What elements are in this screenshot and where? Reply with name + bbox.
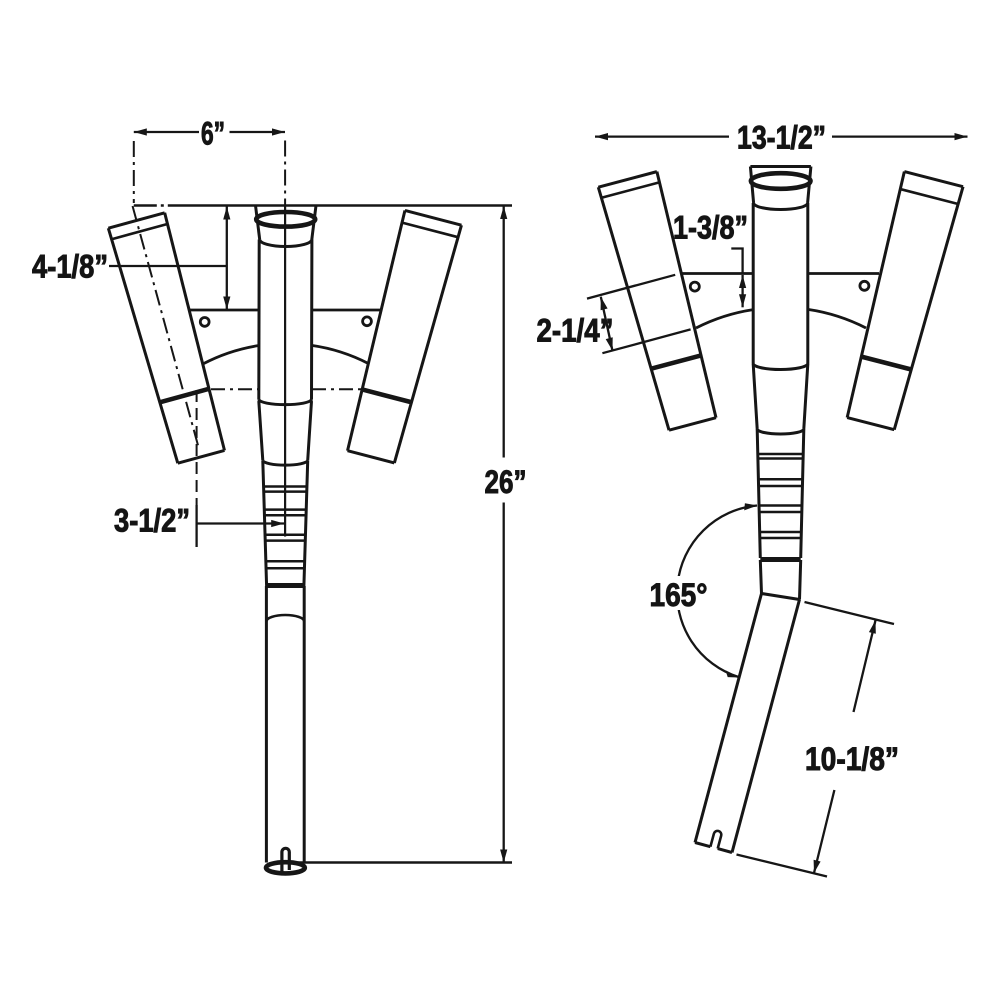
svg-text:6”: 6”: [201, 116, 225, 152]
svg-text:2-1/4”: 2-1/4”: [537, 313, 614, 349]
svg-text:13-1/2”: 13-1/2”: [737, 120, 826, 156]
svg-text:1-3/8”: 1-3/8”: [673, 210, 748, 246]
svg-text:3-1/2”: 3-1/2”: [114, 503, 190, 539]
svg-text:4-1/8”: 4-1/8”: [32, 249, 108, 285]
svg-text:165°: 165°: [650, 577, 708, 613]
svg-text:26”: 26”: [485, 464, 527, 500]
svg-text:10-1/8”: 10-1/8”: [805, 741, 899, 777]
